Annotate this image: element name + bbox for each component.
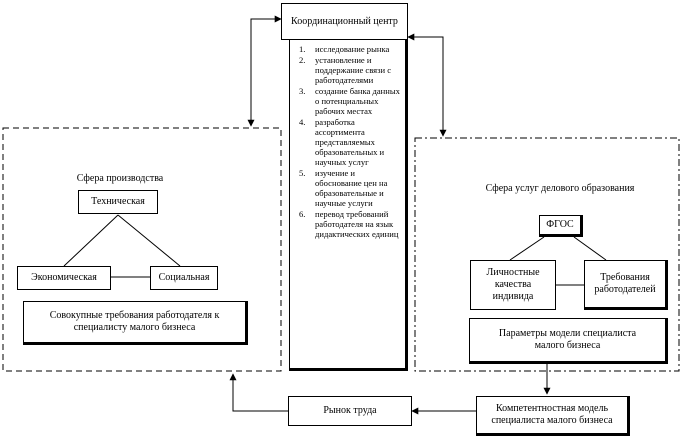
production-sphere-title: Сфера производства <box>76 173 164 184</box>
task-item: 1.исследование рынка <box>299 44 390 54</box>
task-item: 6.перевод требований работодателя на язы… <box>299 209 399 239</box>
model-parameters-box: Параметры модели специалиста малого бизн… <box>469 318 668 364</box>
arrow-center-production <box>247 15 282 127</box>
task-item: 4.разработка ассортимента представляемых… <box>299 117 385 167</box>
task-item: 2.установление и поддержание связи с раб… <box>299 55 392 85</box>
coordination-tasks-list: 1.исследование рынка 2.установление и по… <box>293 44 403 240</box>
line-technical-economic <box>63 214 119 267</box>
economic-box: Экономическая <box>17 266 111 290</box>
education-sphere-title: Сфера услуг делового образования <box>485 183 635 194</box>
employer-requirements-box: Совокупные требования работодателя к спе… <box>23 301 248 345</box>
arrow-center-education <box>407 33 447 137</box>
arrow-labor-production <box>229 373 288 412</box>
employer-requirements-edu-box: Требования работодателей <box>584 260 668 310</box>
coordination-center-box: Координационный центр <box>281 3 408 40</box>
line-fgos-personal <box>509 236 545 261</box>
line-fgos-employer <box>573 236 607 261</box>
education-sphere-frame <box>414 137 680 372</box>
line-technical-social <box>117 214 181 267</box>
labor-market-box: Рынок труда <box>288 396 412 426</box>
technical-box: Техническая <box>78 190 158 214</box>
competence-model-box: Компетентностная модель специалиста мало… <box>476 396 630 436</box>
fgos-box: ФГОС <box>539 215 583 237</box>
coordination-tasks-box <box>289 40 408 371</box>
task-item: 5.изучение и обоснование цен на образова… <box>299 168 388 208</box>
coordination-center-title: Координационный центр <box>291 15 398 27</box>
task-item: 3.создание банка данных о потенциальных … <box>299 86 400 116</box>
production-sphere-frame <box>2 127 282 372</box>
personal-qualities-box: Личностные качества индивида <box>470 260 556 310</box>
social-box: Социальная <box>150 266 218 290</box>
